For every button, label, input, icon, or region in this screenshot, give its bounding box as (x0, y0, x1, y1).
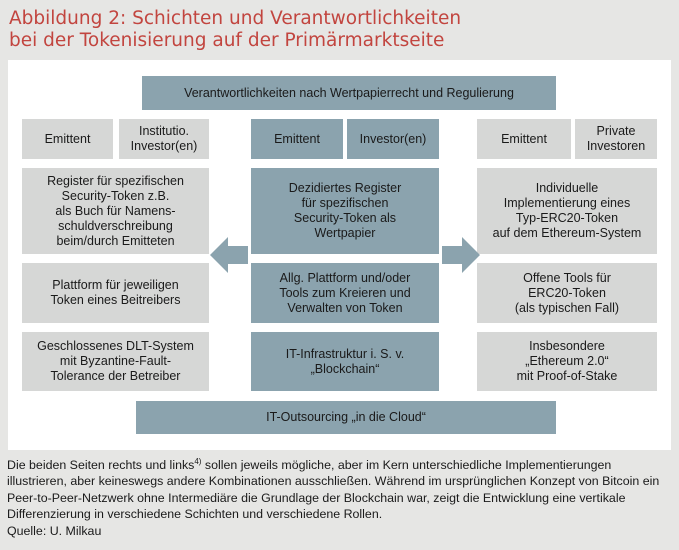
figure-title: Abbildung 2: Schichten und Verantwortlic… (9, 8, 669, 52)
bottom-banner-cloud: IT-Outsourcing „in die Cloud“ (136, 401, 556, 434)
left-header-investor: Institutio. Investor(en) (119, 119, 209, 159)
caption-text-start: Die beiden Seiten rechts und links (7, 458, 195, 472)
right-header-private-investors: Private Investoren (575, 119, 657, 159)
center-header-investor: Investor(en) (347, 119, 439, 159)
left-box-register: Register für spezifischen Security-Token… (22, 168, 209, 254)
center-box-infrastructure: IT-Infrastruktur i. S. v. „Blockchain“ (251, 332, 439, 391)
diagram-panel: Verantwortlichkeiten nach Wertpapierrech… (8, 60, 671, 450)
arrow-left-icon (210, 237, 248, 273)
right-header-emittent: Emittent (477, 119, 571, 159)
top-banner-regulation: Verantwortlichkeiten nach Wertpapierrech… (142, 76, 556, 110)
left-box-platform: Plattform für jeweiligen Token eines Bei… (22, 263, 209, 323)
caption-text-rest: sollen jeweils mögliche, aber im Kern un… (7, 458, 660, 522)
figure-caption: Die beiden Seiten rechts und links4) sol… (7, 457, 673, 539)
right-box-open-tools: Offene Tools für ERC20-Token (als typisc… (477, 263, 657, 323)
right-box-implementation: Individuelle Implementierung eines Typ-E… (477, 168, 657, 254)
center-header-emittent: Emittent (251, 119, 343, 159)
center-box-register: Dezidiertes Register für spezifischen Se… (251, 168, 439, 254)
right-box-ethereum: Insbesondere „Ethereum 2.0“ mit Proof-of… (477, 332, 657, 391)
center-box-platform: Allg. Plattform und/oder Tools zum Kreie… (251, 263, 439, 323)
figure-title-line-1: Abbildung 2: Schichten und Verantwortlic… (9, 8, 462, 29)
figure-title-line-2: bei der Tokenisierung auf der Primärmark… (9, 30, 445, 51)
caption-footnote-ref: 4) (194, 456, 202, 466)
caption-source: Quelle: U. Milkau (7, 523, 102, 538)
arrow-right-icon (442, 237, 480, 273)
left-header-emittent: Emittent (22, 119, 113, 159)
left-box-dlt-system: Geschlossenes DLT-System mit Byzantine-F… (22, 332, 209, 391)
